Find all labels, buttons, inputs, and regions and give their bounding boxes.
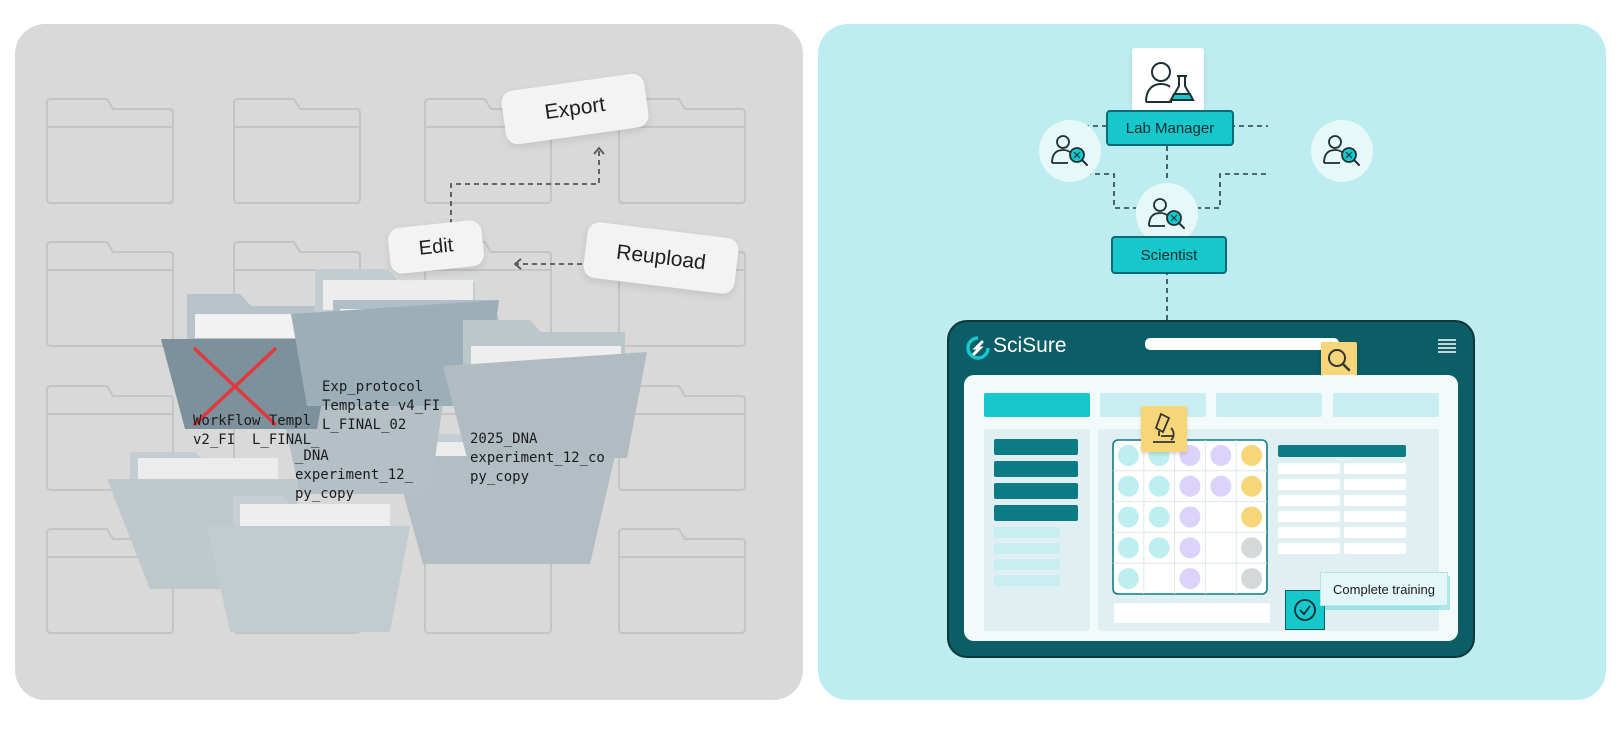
scientist-right-avatar [1311, 120, 1373, 182]
scisure-tablet: SciSure [947, 320, 1475, 658]
edit-label: Edit [417, 233, 455, 260]
table-cell [1278, 511, 1340, 522]
plate-well [1117, 537, 1139, 559]
table-cell [1344, 463, 1406, 474]
table-cell [1278, 543, 1340, 554]
plate-well [1241, 506, 1263, 528]
plate-well [1210, 444, 1232, 466]
check-badge [1285, 590, 1325, 630]
table-cell [1278, 527, 1340, 538]
table-cell [1344, 527, 1406, 538]
search-icon [1328, 349, 1351, 372]
scientist-label: Scientist [1140, 246, 1198, 264]
sidebar-item[interactable] [994, 461, 1078, 477]
well-plate [1112, 439, 1268, 595]
plate-well [1117, 475, 1139, 497]
bg-folder-outline [46, 98, 174, 204]
table-cell [1344, 479, 1406, 490]
scisure-panel: Lab Manager Scientist SciSure [818, 24, 1606, 700]
table-cell [1278, 495, 1340, 506]
sidebar-subitem[interactable] [994, 559, 1060, 570]
plate-well [1241, 475, 1263, 497]
plate-well [1117, 444, 1139, 466]
microscope-icon [1153, 412, 1175, 443]
bg-folder-outline [618, 528, 746, 634]
plate-well [1148, 475, 1170, 497]
microscope-badge [1141, 406, 1187, 452]
menu-icon[interactable] [1437, 338, 1457, 354]
tab-3[interactable] [1216, 393, 1322, 417]
check-icon [1294, 599, 1316, 621]
search-button[interactable] [1321, 342, 1357, 378]
plate-well [1241, 568, 1263, 590]
lab-manager-card [1132, 48, 1204, 118]
plate-well [1241, 537, 1263, 559]
bg-folder-outline [46, 385, 174, 491]
folder-dna-front [443, 320, 647, 458]
edit-to-export-arrow [450, 150, 600, 224]
plate-well [1179, 475, 1201, 497]
sidebar-item[interactable] [994, 483, 1078, 499]
scientist-search-icon [1323, 135, 1360, 166]
tab-4[interactable] [1333, 393, 1439, 417]
plate-well [1148, 537, 1170, 559]
left-sidebar [984, 429, 1090, 631]
table-cell [1344, 511, 1406, 522]
sidebar-subitem[interactable] [994, 543, 1060, 554]
scisure-logo-icon [966, 336, 990, 360]
bg-folder-outline [46, 241, 174, 347]
scientist-search-icon [1051, 135, 1088, 166]
edit-arrowhead [513, 258, 522, 270]
scientist-left-avatar [1039, 120, 1101, 182]
reupload-label: Reupload [615, 240, 708, 275]
lower-folders [107, 434, 615, 632]
folder-lower-right [393, 434, 615, 564]
table-cell [1344, 543, 1406, 554]
app-search-bar[interactable] [1145, 338, 1339, 350]
plate-well [1117, 506, 1139, 528]
plate-well [1241, 444, 1263, 466]
sidebar-item[interactable] [994, 505, 1078, 521]
folder-lower-center [207, 496, 410, 632]
text-input-strip[interactable] [1114, 603, 1270, 623]
plate-well [1179, 568, 1201, 590]
scientist-search-icons [1051, 135, 1360, 229]
complete-training-toast[interactable]: Complete training [1320, 572, 1448, 606]
plate-well [1179, 506, 1201, 528]
bg-folder-outline [233, 98, 361, 204]
lab-manager-label: Lab Manager [1125, 119, 1215, 137]
app-brand: SciSure [993, 334, 1067, 357]
table-header [1278, 445, 1406, 457]
table-cell [1278, 479, 1340, 490]
sidebar-subitem[interactable] [994, 575, 1060, 586]
edit-button[interactable]: Edit [386, 219, 486, 275]
plate-well [1210, 475, 1232, 497]
scientist-search-icon [1148, 198, 1185, 229]
sidebar-subitem[interactable] [994, 527, 1060, 538]
export-arrowhead [593, 146, 605, 155]
scientist-label-box: Scientist [1111, 236, 1227, 274]
table-cells [1278, 463, 1406, 554]
export-label: Export [543, 92, 607, 125]
lab-manager-label-box: Lab Manager [1106, 110, 1234, 146]
red-x-icon [193, 347, 277, 426]
data-table [1278, 439, 1412, 569]
sidebar-item[interactable] [994, 439, 1078, 455]
complete-training-label: Complete training [1333, 581, 1435, 597]
plate-well [1179, 537, 1201, 559]
tab-1[interactable] [984, 393, 1090, 417]
named-folders [161, 269, 647, 494]
table-cell [1278, 463, 1340, 474]
plate-well [1117, 568, 1139, 590]
lab-manager-icon [1145, 62, 1195, 103]
scientist-center-avatar [1136, 183, 1198, 245]
plate-well [1148, 506, 1170, 528]
table-cell [1344, 495, 1406, 506]
